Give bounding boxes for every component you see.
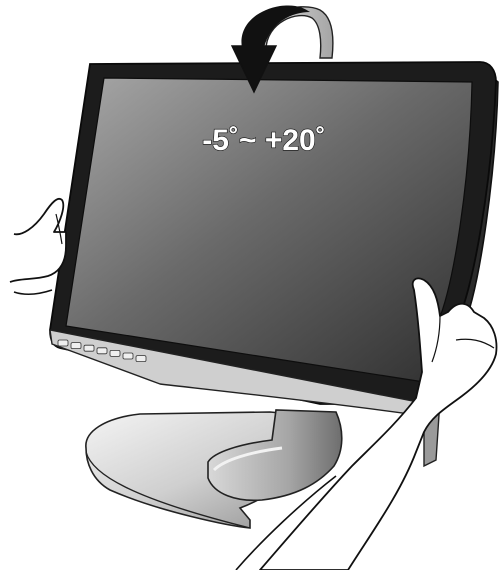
- control-button: [97, 348, 107, 354]
- control-button: [58, 340, 68, 346]
- control-button: [110, 350, 120, 356]
- left-hand-outline: [10, 199, 66, 282]
- control-button: [84, 345, 94, 351]
- tilt-range-label: -5˚~ +20˚: [202, 124, 325, 157]
- control-button: [71, 343, 81, 349]
- control-button: [136, 356, 146, 362]
- control-button: [123, 353, 133, 359]
- monitor-stand: [86, 410, 342, 528]
